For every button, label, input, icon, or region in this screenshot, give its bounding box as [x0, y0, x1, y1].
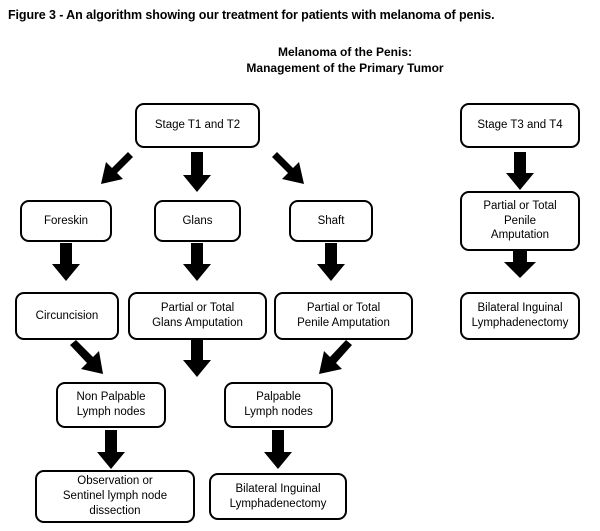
- node-stage-t1-t2[interactable]: Stage T1 and T2: [135, 103, 260, 148]
- chart-title-line2: Management of the Primary Tumor: [246, 61, 444, 76]
- node-observation-line3: dissection: [89, 504, 141, 517]
- node-observation-line2: Sentinel lymph node: [62, 490, 168, 503]
- node-bil-ing-lymph-right-line1: Bilateral Inguinal: [477, 302, 563, 315]
- node-circuncision-label: Circuncision: [35, 309, 99, 322]
- arrow-penile-amputation-to-lymphadenectomy: [504, 251, 536, 278]
- node-observation-line1: Observation or: [77, 475, 153, 488]
- arrow-t1t2-to-glans: [183, 152, 211, 192]
- node-bil-ing-lymph-bottom-line2: Lymphadenectomy: [229, 497, 327, 510]
- arrow-foreskin-to-circuncision: [52, 243, 80, 281]
- node-penile-amputation-right-line2: Penile: [504, 214, 536, 227]
- arrow-penile-amputation-to-palpable: [319, 340, 352, 374]
- arrow-shaft-to-penile-amputation: [317, 243, 345, 281]
- chart-title-line1: Melanoma of the Penis:: [277, 45, 413, 59]
- node-penile-amputation-left[interactable]: Partial or Total Penile Amputation: [274, 292, 413, 340]
- arrow-circuncision-to-non-palpable: [70, 340, 103, 374]
- arrow-t3t4-to-penile-amputation: [506, 152, 534, 190]
- arrow-t1t2-to-foreskin: [101, 152, 133, 184]
- node-circuncision[interactable]: Circuncision: [15, 292, 119, 340]
- node-palpable-lymph-nodes[interactable]: Palpable Lymph nodes: [224, 382, 333, 428]
- node-penile-amputation-right-line1: Partial or Total: [483, 199, 557, 212]
- node-foreskin[interactable]: Foreskin: [20, 200, 112, 242]
- node-stage-t3-t4[interactable]: Stage T3 and T4: [460, 103, 580, 148]
- figure-caption: Figure 3 - An algorithm showing our trea…: [8, 8, 495, 22]
- node-bil-ing-lymph-right-line2: Lymphadenectomy: [471, 317, 569, 329]
- node-palpable-line1: Palpable: [256, 391, 301, 404]
- node-glans-amputation-line2: Glans Amputation: [152, 317, 243, 329]
- node-non-palpable-line2: Lymph nodes: [76, 406, 146, 418]
- node-glans-amputation[interactable]: Partial or Total Glans Amputation: [128, 292, 267, 340]
- node-shaft[interactable]: Shaft: [289, 200, 373, 242]
- arrow-t1t2-to-shaft: [272, 152, 304, 184]
- node-penile-amputation-right[interactable]: Partial or Total Penile Amputation: [460, 191, 580, 251]
- arrow-glans-to-glans-amputation: [183, 243, 211, 281]
- node-glans-label: Glans: [182, 214, 213, 227]
- chart-title: Melanoma of the Penis: Management of the…: [205, 44, 485, 76]
- node-penile-amputation-right-line3: Amputation: [490, 229, 550, 242]
- node-foreskin-label: Foreskin: [43, 214, 89, 227]
- arrow-palpable-to-lymphadenectomy: [264, 430, 292, 469]
- node-glans[interactable]: Glans: [154, 200, 241, 242]
- node-stage-t3-t4-label: Stage T3 and T4: [477, 119, 563, 132]
- node-shaft-label: Shaft: [317, 214, 345, 227]
- arrow-non-palpable-to-observation: [97, 430, 125, 469]
- node-palpable-line2: Lymph nodes: [244, 406, 313, 418]
- node-glans-amputation-line1: Partial or Total: [160, 302, 235, 315]
- node-stage-t1-t2-label: Stage T1 and T2: [154, 119, 241, 132]
- node-bilateral-inguinal-lymphadenectomy-right[interactable]: Bilateral Inguinal Lymphadenectomy: [460, 292, 580, 340]
- node-penile-amputation-left-line2: Penile Amputation: [297, 317, 390, 329]
- node-bil-ing-lymph-bottom-line1: Bilateral Inguinal: [235, 482, 321, 495]
- arrow-glans-amputation-to-palpable: [183, 340, 211, 377]
- node-non-palpable-line1: Non Palpable: [76, 391, 146, 404]
- node-penile-amputation-left-line1: Partial or Total: [306, 302, 381, 315]
- node-bilateral-inguinal-lymphadenectomy-bottom[interactable]: Bilateral Inguinal Lymphadenectomy: [209, 473, 347, 520]
- node-observation-or-sentinel[interactable]: Observation or Sentinel lymph node disse…: [35, 470, 195, 523]
- node-non-palpable-lymph-nodes[interactable]: Non Palpable Lymph nodes: [56, 382, 166, 428]
